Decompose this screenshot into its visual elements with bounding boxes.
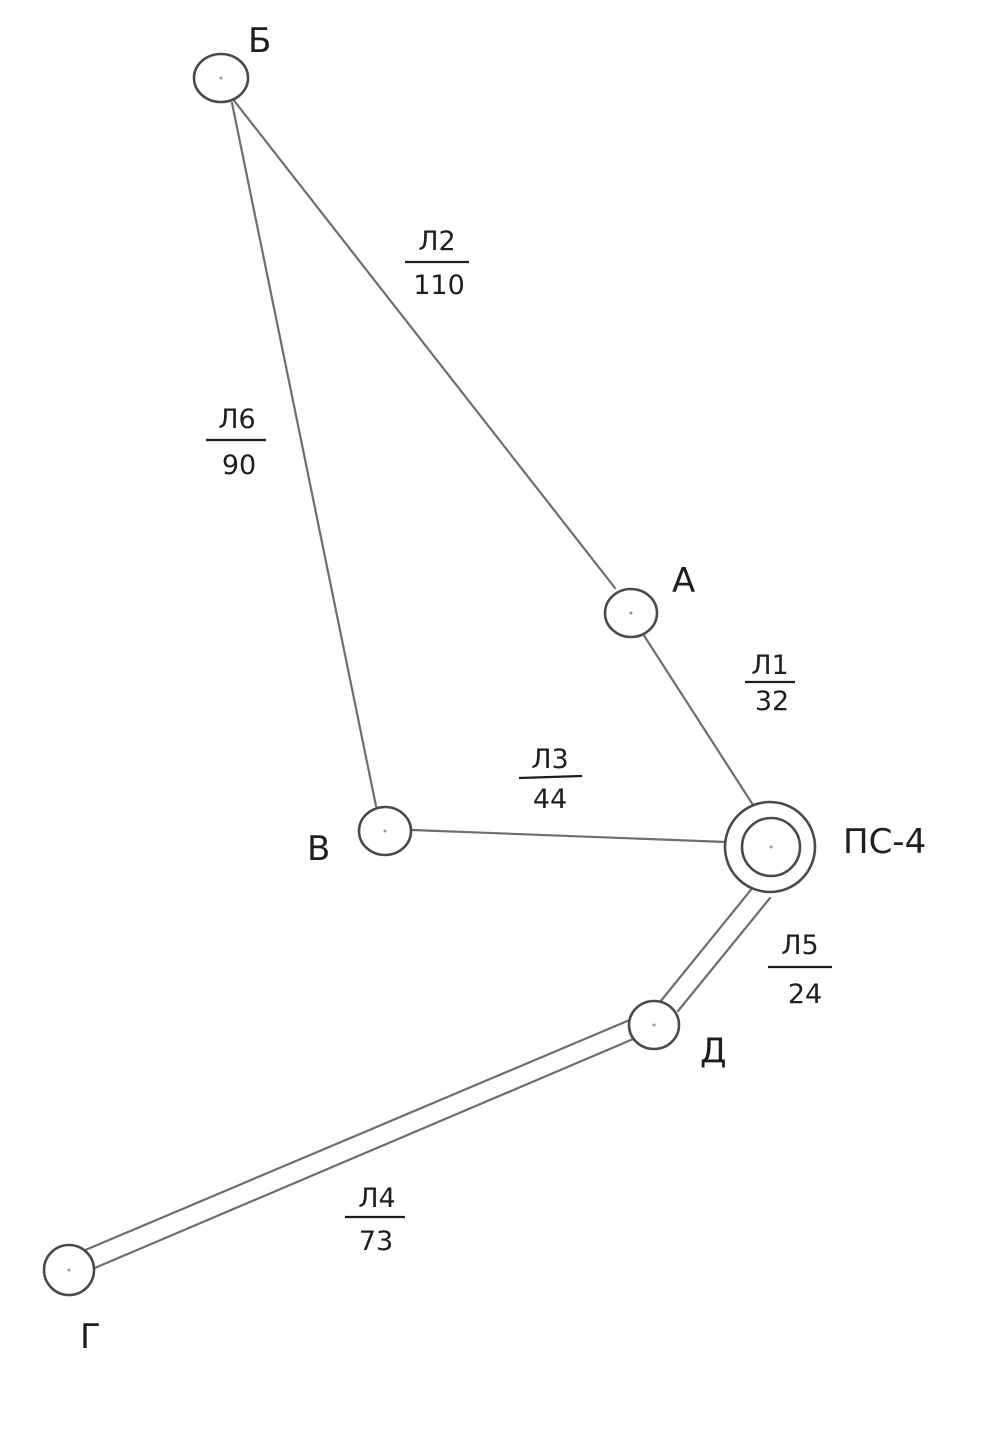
node-d[interactable] — [627, 999, 681, 1051]
node-label-a: А — [672, 561, 695, 601]
edge-line-l4 — [81, 1017, 640, 1272]
edge-line-l2 — [230, 96, 617, 590]
edges — [81, 96, 772, 1272]
edge-name-l4: Л4 — [358, 1183, 395, 1214]
edge-label-l4: Л4 73 — [345, 1183, 405, 1257]
edge-label-l1: Л1 32 — [745, 650, 795, 717]
edge-name-l3: Л3 — [531, 744, 568, 775]
edge-name-l5: Л5 — [781, 930, 818, 961]
edge-labels: Л2 110 Л6 90 Л1 32 Л3 44 Л5 24 Л4 73 — [206, 226, 832, 1257]
edge-length-l3: 44 — [533, 784, 567, 815]
node-label-v: В — [307, 829, 330, 869]
edge-label-l5: Л5 24 — [768, 930, 832, 1010]
node-label-d: Д — [700, 1031, 727, 1071]
node-label-g: Г — [80, 1317, 101, 1357]
edge-label-l6: Л6 90 — [206, 404, 266, 481]
edge-name-l6: Л6 — [218, 404, 255, 435]
node-g[interactable] — [42, 1243, 96, 1297]
edge-name-l1: Л1 — [751, 650, 788, 681]
edge-length-l2: 110 — [413, 270, 465, 301]
edge-label-l3: Л3 44 — [518, 744, 583, 815]
edge-label-l2: Л2 110 — [405, 226, 469, 301]
edge-length-l1: 32 — [755, 686, 789, 717]
node-v[interactable] — [357, 805, 413, 857]
nodes — [42, 52, 817, 1297]
edge-line-l1 — [641, 632, 757, 810]
edge-line-l3 — [410, 828, 728, 844]
node-b[interactable] — [192, 52, 250, 104]
node-label-ps: ПС-4 — [843, 822, 926, 862]
edge-line-l5 — [658, 884, 772, 1013]
edge-line-l6 — [230, 101, 378, 808]
edge-name-l2: Л2 — [418, 226, 455, 257]
node-a[interactable] — [603, 587, 659, 639]
node-ps[interactable] — [723, 800, 817, 894]
edge-length-l6: 90 — [222, 450, 256, 481]
edge-length-l4: 73 — [359, 1226, 393, 1257]
edge-length-l5: 24 — [788, 979, 822, 1010]
node-label-b: Б — [248, 21, 271, 61]
node-labels: Б А В ПС-4 Д Г — [80, 21, 926, 1357]
